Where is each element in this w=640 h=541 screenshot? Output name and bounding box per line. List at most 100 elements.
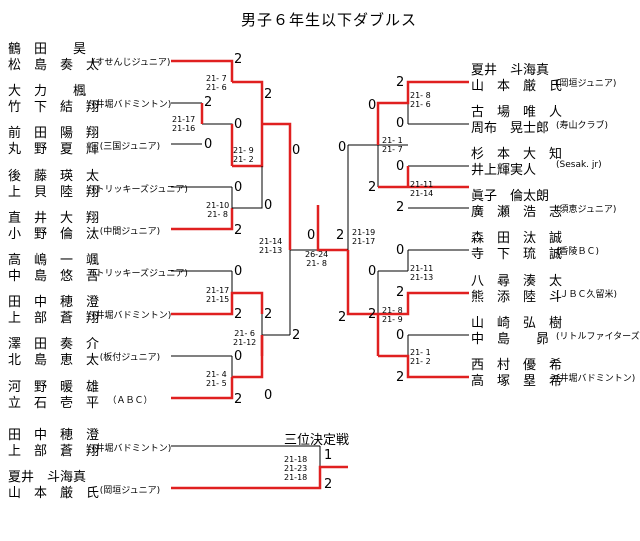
winner-line [171,377,234,400]
winner-line [316,205,348,252]
result-number: 0 [396,243,405,258]
result-number: 0 [234,349,243,364]
team-name: (井堀バドミントン) [92,444,172,454]
team-name: (香陵ＢＣ) [556,247,600,257]
player-name: 上 貝 陸 翔 [8,185,100,200]
result-number: 0 [234,264,243,279]
player-name: 直 井 大 翔 [8,211,100,226]
player-name: 田 中 穂 澄 [8,295,100,310]
winner-line [171,291,264,316]
team-name: (岡垣ジュニア) [99,486,161,496]
player-name: 眞子 倫太朗 [471,189,550,204]
player-name: 中 島 昴 [471,332,550,347]
player-name: 夏井 斗海真 [471,63,550,78]
player-name: 廣 瀬 浩 志 [471,205,563,220]
player-name: 寺 下 琉 誠 [471,247,563,262]
player-name: 丸 野 夏 輝 [8,142,100,157]
player-name: 大 力 楓 [8,84,87,99]
result-number: 0 [396,328,405,343]
team-name: (井堀バドミントン) [92,311,172,321]
team-name: (岡垣ジュニア) [556,79,617,89]
player-name: 八 尋 湊 太 [471,274,563,289]
winner-line [171,465,348,490]
player-name: 後 藤 瑛 太 [8,169,100,184]
player-name: 井上輝実人 [471,163,537,178]
player-name: 山 崎 弘 樹 [471,316,563,331]
result-number: 2 [234,392,243,407]
result-number: 2 [368,307,377,322]
result-number: 0 [368,98,377,113]
team-name: (中間ジュニア) [99,227,161,237]
player-name: 山 本 厳 氏 [8,486,100,501]
team-name: （ＡＢＣ） [107,396,153,406]
result-number: 0 [338,140,347,155]
player-name: 河 野 暖 雄 [8,380,100,395]
player-name: 高 塚 塁 希 [471,374,563,389]
player-name: 熊 添 陸 斗 [471,290,563,305]
result-number: 0 [396,159,405,174]
result-number: 0 [292,143,301,158]
player-name: 小 野 倫 汰 [8,227,100,242]
result-number: 2 [204,95,213,110]
result-number: 2 [292,328,301,343]
result-number: 0 [368,264,377,279]
player-name: 北 島 恵 太 [8,353,100,368]
line [232,166,263,209]
result-number: 0 [264,198,273,213]
result-number: 0 [204,137,213,152]
player-name: 田 中 穂 澄 [8,428,100,443]
player-name: 高 嶋 一 颯 [8,253,100,268]
result-number: 0 [264,388,273,403]
team-name: (Sesak. jr) [556,160,602,170]
result-number: 2 [264,307,273,322]
player-name: 上 部 蒼 翔 [8,311,100,326]
team-name: (すせんじジュニア) [92,58,171,68]
result-number: 2 [396,370,405,385]
team-name: (ＪＢＣ久留米) [556,290,618,300]
result-number: 2 [396,285,405,300]
result-number: 2 [396,75,405,90]
team-name: (リトルファイターズ) [556,332,640,342]
result-number: 2 [396,200,405,215]
team-name: (井堀バドミントン) [92,100,172,110]
player-name: 竹 下 結 翔 [8,100,100,115]
player-name: 杉 本 大 知 [471,147,563,162]
player-name: 古 場 唯 人 [471,105,563,120]
player-name: 松 島 奏 太 [8,58,100,73]
team-name: (井堀バドミントン) [556,374,636,384]
team-name: (トリッキーズジュニア) [92,269,188,279]
result-number: 0 [234,180,243,195]
result-number: 2 [368,180,377,195]
winner-line [262,122,292,250]
winner-line [171,208,234,231]
page-title: 男子６年生以下ダブルス [241,11,418,29]
result-number: 2 [336,228,345,243]
player-name: 前 田 陽 翔 [8,126,100,141]
player-name: 西 村 優 希 [471,358,563,373]
winner-line [378,354,469,379]
result-number: 0 [307,228,316,243]
winner-line [378,291,469,316]
result-number: 0 [234,117,243,132]
player-name: 周布 晃士郎 [471,121,550,136]
player-name: 森 田 汰 誠 [471,231,563,246]
team-name: (トリッキーズジュニア) [92,185,188,195]
result-number: 2 [338,310,347,325]
